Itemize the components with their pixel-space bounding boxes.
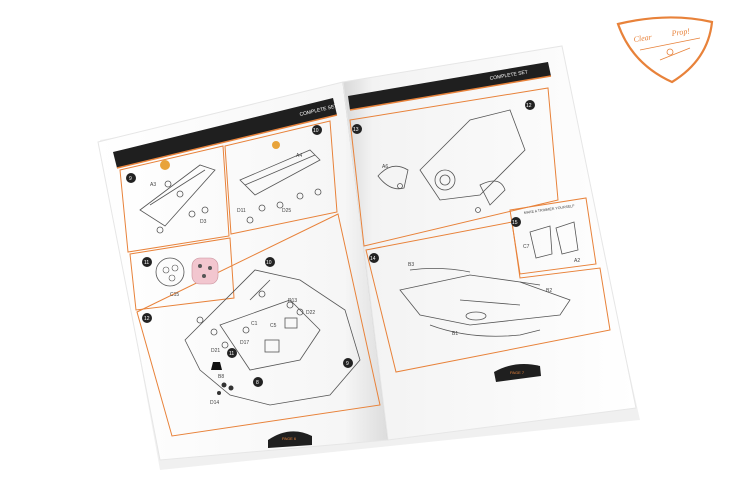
part-d21: D21	[211, 348, 220, 354]
small-parts-cluster	[217, 382, 234, 395]
fuselage-other-side-part	[239, 149, 322, 224]
fuselage-assembly-drawing	[184, 269, 361, 406]
panel-step-11	[129, 237, 235, 311]
wing-assembly-drawing	[399, 268, 571, 337]
part-c15: C15	[170, 292, 179, 298]
part-b2: B2	[546, 288, 552, 294]
step-10-badge	[312, 125, 322, 135]
part-a4: A4	[296, 153, 302, 159]
callout-10	[265, 257, 275, 267]
part-d25: D25	[282, 208, 291, 214]
part-d13: D13	[288, 298, 297, 304]
instrument-decal	[191, 257, 219, 285]
part-d11: D11	[237, 208, 246, 214]
step-15-label: 15	[512, 220, 518, 226]
panel-step-9	[119, 145, 230, 253]
step-14-label: 14	[370, 256, 376, 262]
instrument-panel-part	[155, 257, 185, 287]
callout-12-label: 12	[526, 103, 532, 109]
left-page: COMPLETE SET 9 A3 D3	[97, 81, 389, 461]
step-13-badge	[352, 124, 362, 134]
part-d17: D17	[240, 340, 249, 346]
part-c1: C1	[251, 321, 258, 327]
right-page-number: PAGE 7	[510, 370, 525, 375]
callout-10-label: 10	[266, 260, 272, 266]
step-9-badge	[126, 173, 136, 183]
part-b8: B8	[218, 374, 224, 380]
callout-11	[227, 348, 237, 358]
right-page: COMPLETE SET 13 12 A6 15 MAKE A TRIMMER …	[342, 45, 637, 441]
panel-step-12	[136, 213, 381, 437]
step-9-label: 9	[129, 176, 132, 182]
step-11-label: 11	[144, 260, 149, 266]
left-header-bar	[113, 98, 337, 168]
left-page-number: PAGE 6	[282, 436, 297, 441]
right-footer-tab	[494, 364, 541, 382]
part-c5: C5	[270, 323, 277, 329]
glue-marker	[160, 160, 170, 170]
fuselage-front-drawing	[377, 109, 526, 213]
part-b3: B3	[408, 262, 414, 268]
trimmer-note: MAKE A TRIMMER YOURSELF	[524, 204, 576, 215]
callout-9	[343, 358, 353, 368]
part-d3: D3	[200, 219, 207, 225]
clear-prop-logo: Clear Prop!	[616, 16, 714, 84]
logo-text-prop: Prop!	[670, 26, 691, 38]
step-13-label: 13	[353, 127, 359, 133]
part-b1: B1	[452, 331, 458, 337]
part-a6: A6	[382, 164, 388, 170]
left-footer-tab	[268, 431, 312, 448]
step-10-label: 10	[313, 128, 319, 134]
glue-marker-2	[272, 141, 280, 149]
seat-part	[211, 362, 222, 370]
part-c7: C7	[523, 244, 530, 250]
callout-8	[253, 377, 263, 387]
step-12-badge	[142, 313, 152, 323]
callout-8-label: 8	[256, 380, 259, 386]
panel-step-10	[224, 120, 338, 235]
step-14-badge	[369, 253, 379, 263]
logo-text-clear: Clear	[633, 32, 653, 44]
right-header-bar	[348, 62, 551, 110]
callout-12	[525, 100, 535, 110]
step-12-label: 12	[144, 316, 150, 322]
rudder-trimmer-drawing	[529, 221, 579, 259]
panel-step-13	[349, 87, 559, 247]
callout-11-label: 11	[229, 351, 234, 357]
part-a2: A2	[574, 258, 580, 264]
fuselage-side-part	[139, 164, 216, 234]
part-d14: D14	[210, 400, 219, 406]
part-a3: A3	[150, 182, 156, 188]
part-d22: D22	[306, 310, 315, 316]
callout-9-label: 9	[346, 361, 349, 367]
step-11-badge	[142, 257, 152, 267]
step-15-badge	[511, 217, 521, 227]
